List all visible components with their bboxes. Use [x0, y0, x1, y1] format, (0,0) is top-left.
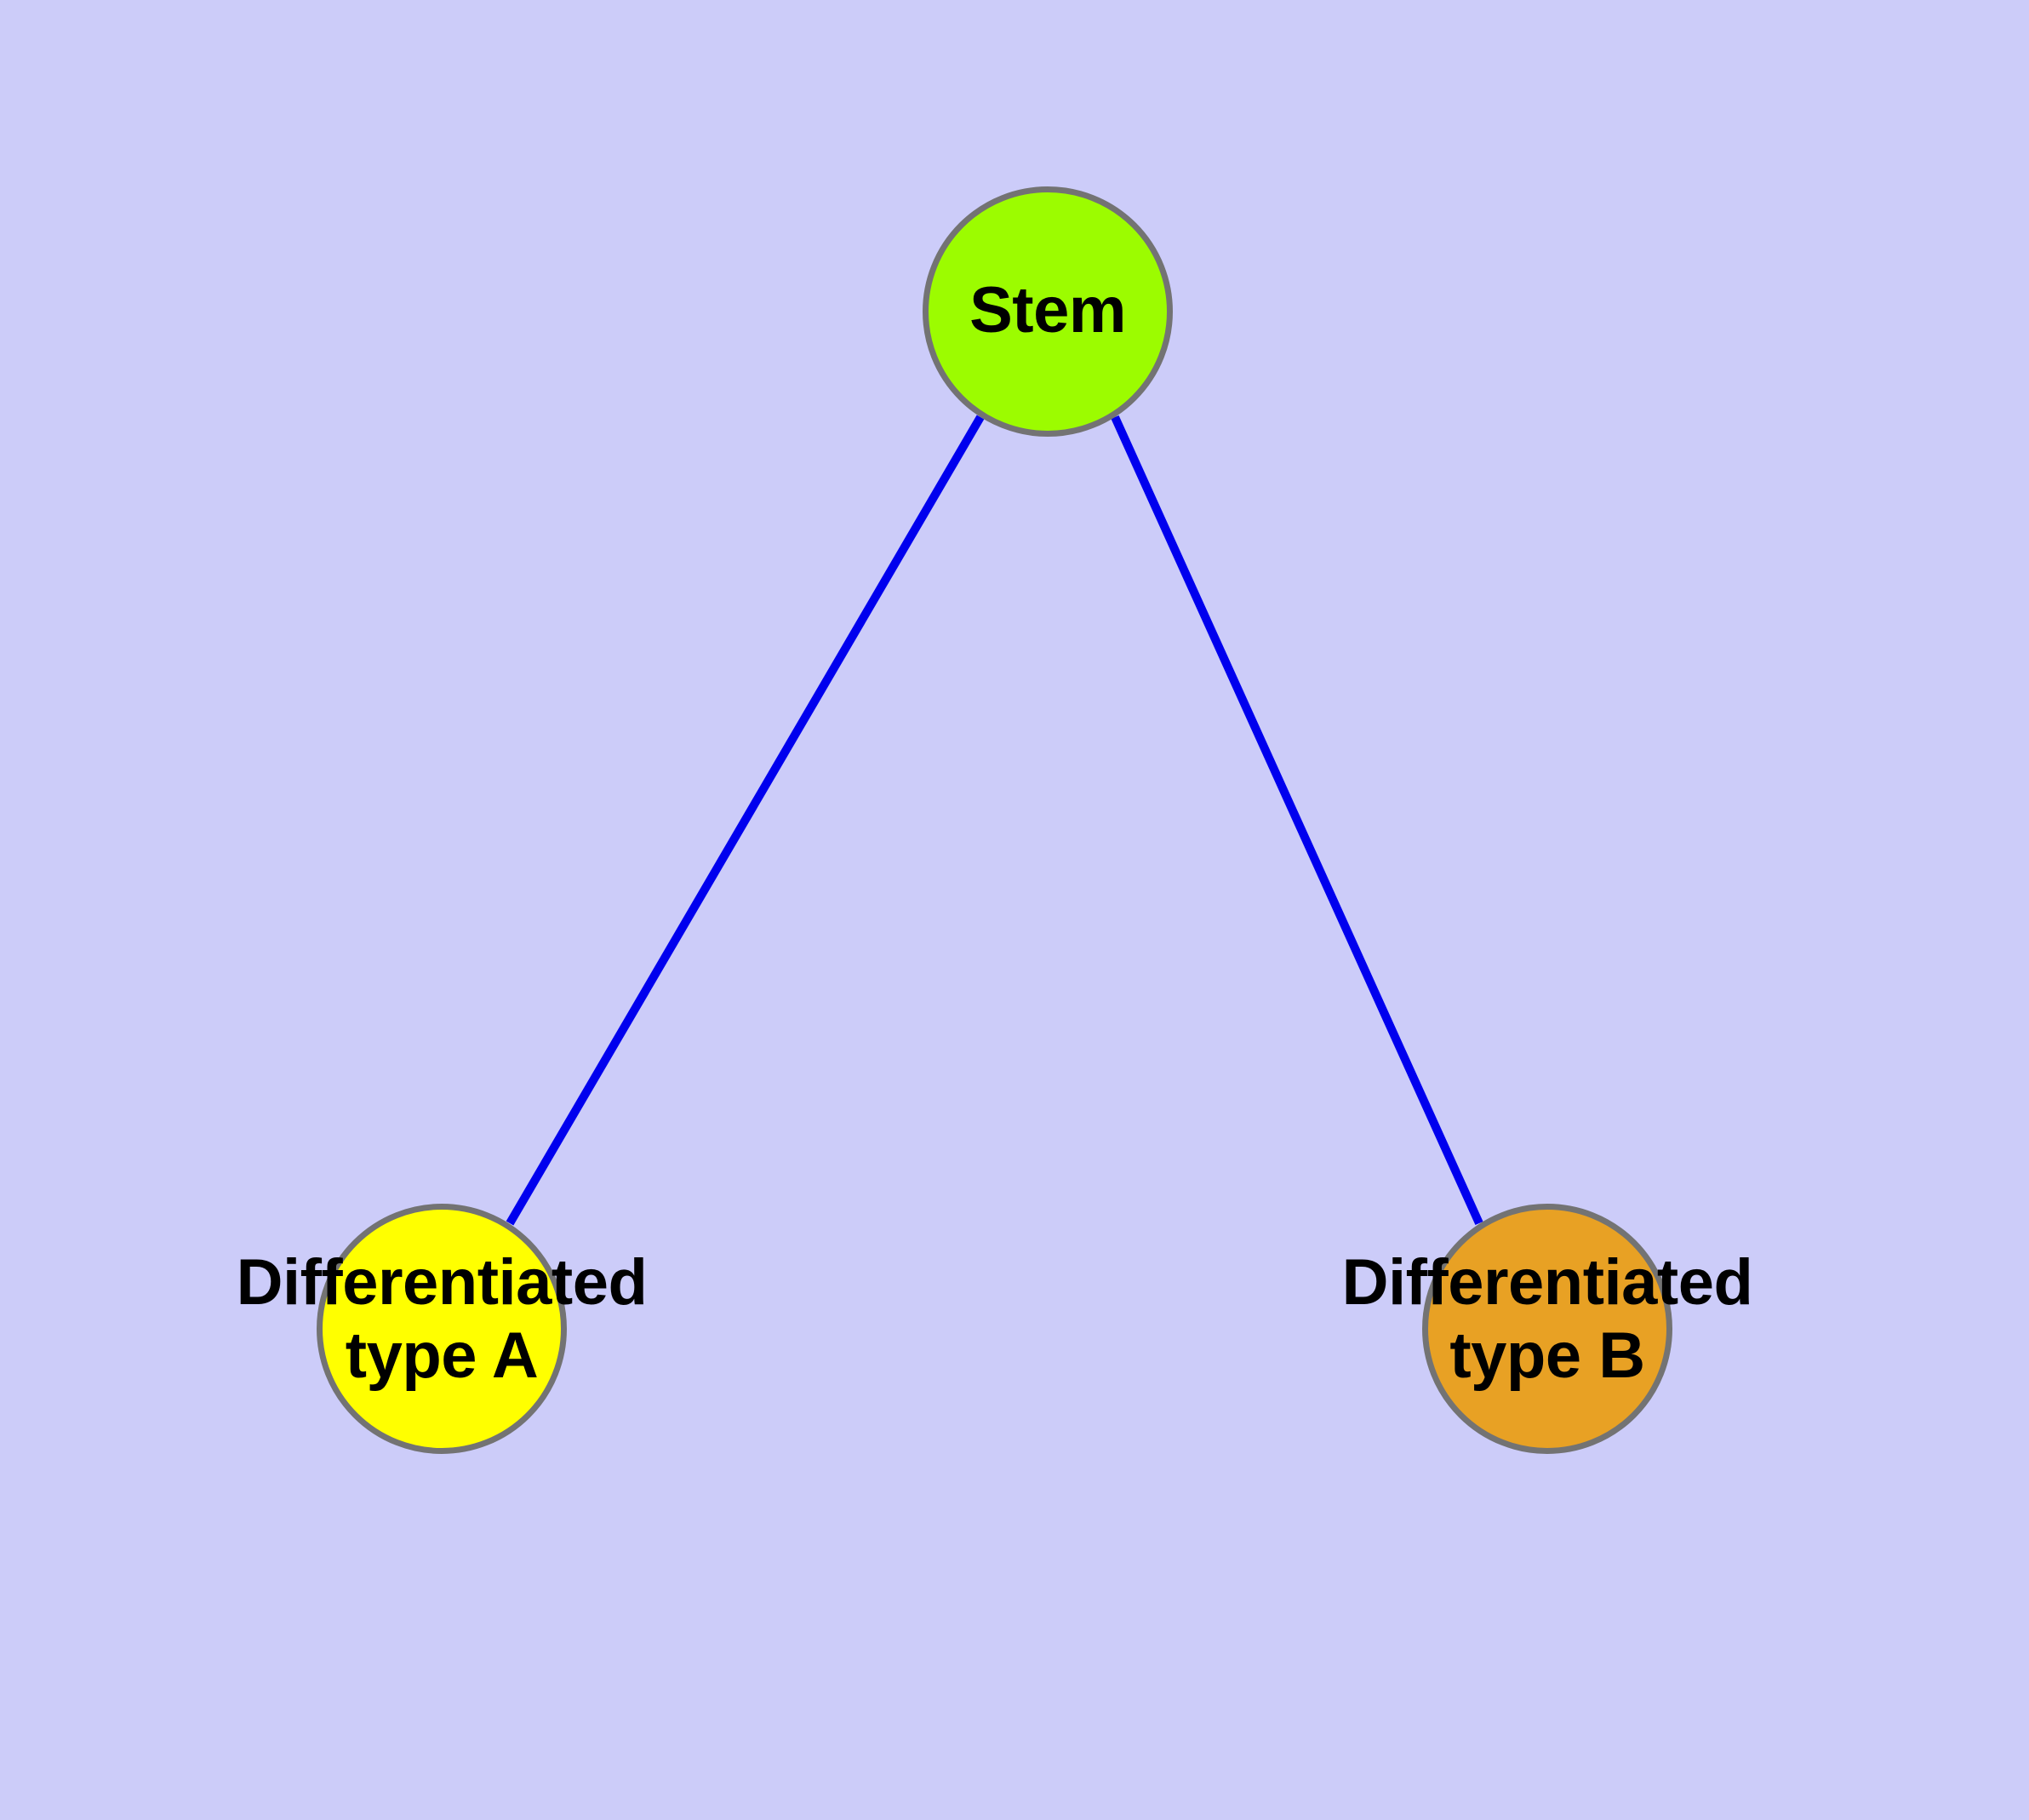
node-differentiated-type-b[interactable] — [1422, 1204, 1672, 1454]
edge-stem-to-differentiated-type-a — [506, 415, 985, 1226]
node-differentiated-type-a[interactable] — [317, 1204, 567, 1454]
edge-stem-to-differentiated-type-b — [1111, 415, 1483, 1226]
node-stem[interactable] — [923, 186, 1173, 437]
